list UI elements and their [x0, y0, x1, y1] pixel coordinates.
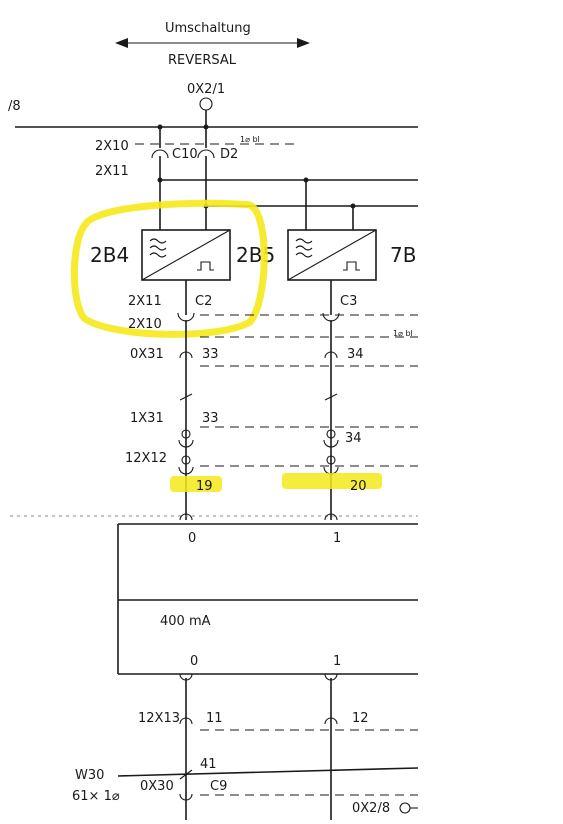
pin-33b-label: 33 [202, 411, 219, 426]
pin-12-label: 12 [352, 711, 369, 726]
conn-2x10-label: 2X10 [95, 139, 129, 154]
conn-2x11-b-label: 2X11 [128, 294, 162, 309]
current-box [117, 523, 418, 675]
highlight-circle [70, 199, 268, 338]
conn-0x31-label: 0X31 [130, 347, 164, 362]
conn-12x12-label: 12X12 [125, 451, 167, 466]
left-ref-label: /8 [8, 99, 21, 114]
connector-d2 [197, 127, 215, 230]
wire-spec-top: 1⌀ bl [240, 135, 260, 144]
current-label: 400 mA [160, 614, 211, 629]
module-left-label-b: 2B5 [236, 243, 275, 267]
conn-12x13-label: 12X13 [138, 711, 180, 726]
conn-2x10-b-label: 2X10 [128, 317, 162, 332]
top-terminal-circle [199, 97, 213, 111]
conn-0x30-label: 0X30 [140, 779, 174, 794]
bottom-terminal-circle [399, 802, 411, 814]
cable-spec-label: 61× 1⌀ [72, 789, 120, 804]
conn-c2-label: C2 [195, 294, 212, 309]
wire-spec-mid: 1⌀ bl [393, 329, 413, 338]
module-left-label-a: 2B4 [90, 243, 129, 267]
pin-33a-label: 33 [202, 347, 219, 362]
pin-41-label: 41 [200, 757, 217, 772]
conn-c9-label: C9 [210, 779, 227, 794]
top-terminal-label: 0X2/1 [187, 82, 225, 97]
highlight-19 [170, 476, 222, 492]
cable-line [117, 767, 419, 777]
cable-w30-label: W30 [75, 768, 104, 783]
conn-c10-label: C10 [172, 147, 198, 162]
conn-1x31-label: 1X31 [130, 411, 164, 426]
header-title: Umschaltung [165, 21, 251, 36]
pin-11-label: 11 [206, 711, 223, 726]
conn-d2-label: D2 [220, 147, 238, 162]
module-right [287, 229, 377, 281]
module-right-label: 7B [390, 243, 416, 267]
module-left [141, 229, 231, 281]
header-subtitle: REVERSAL [168, 53, 237, 68]
highlight-20 [282, 473, 382, 489]
node-0-bottom-label: 0 [190, 654, 198, 669]
pin-19-label: 19 [196, 479, 213, 494]
pin-34a-label: 34 [347, 347, 364, 362]
node-1-bottom-label: 1 [333, 654, 341, 669]
connector-c10 [151, 127, 169, 230]
reversal-arrow [115, 38, 310, 48]
node-1-top-label: 1 [333, 531, 341, 546]
conn-c3-label: C3 [340, 294, 357, 309]
node-0-top-label: 0 [188, 531, 196, 546]
pin-34b-label: 34 [345, 431, 362, 446]
conn-2x11-label: 2X11 [95, 164, 129, 179]
bottom-terminal-label: 0X2/8 [352, 801, 390, 816]
pin-20-label: 20 [350, 479, 367, 494]
